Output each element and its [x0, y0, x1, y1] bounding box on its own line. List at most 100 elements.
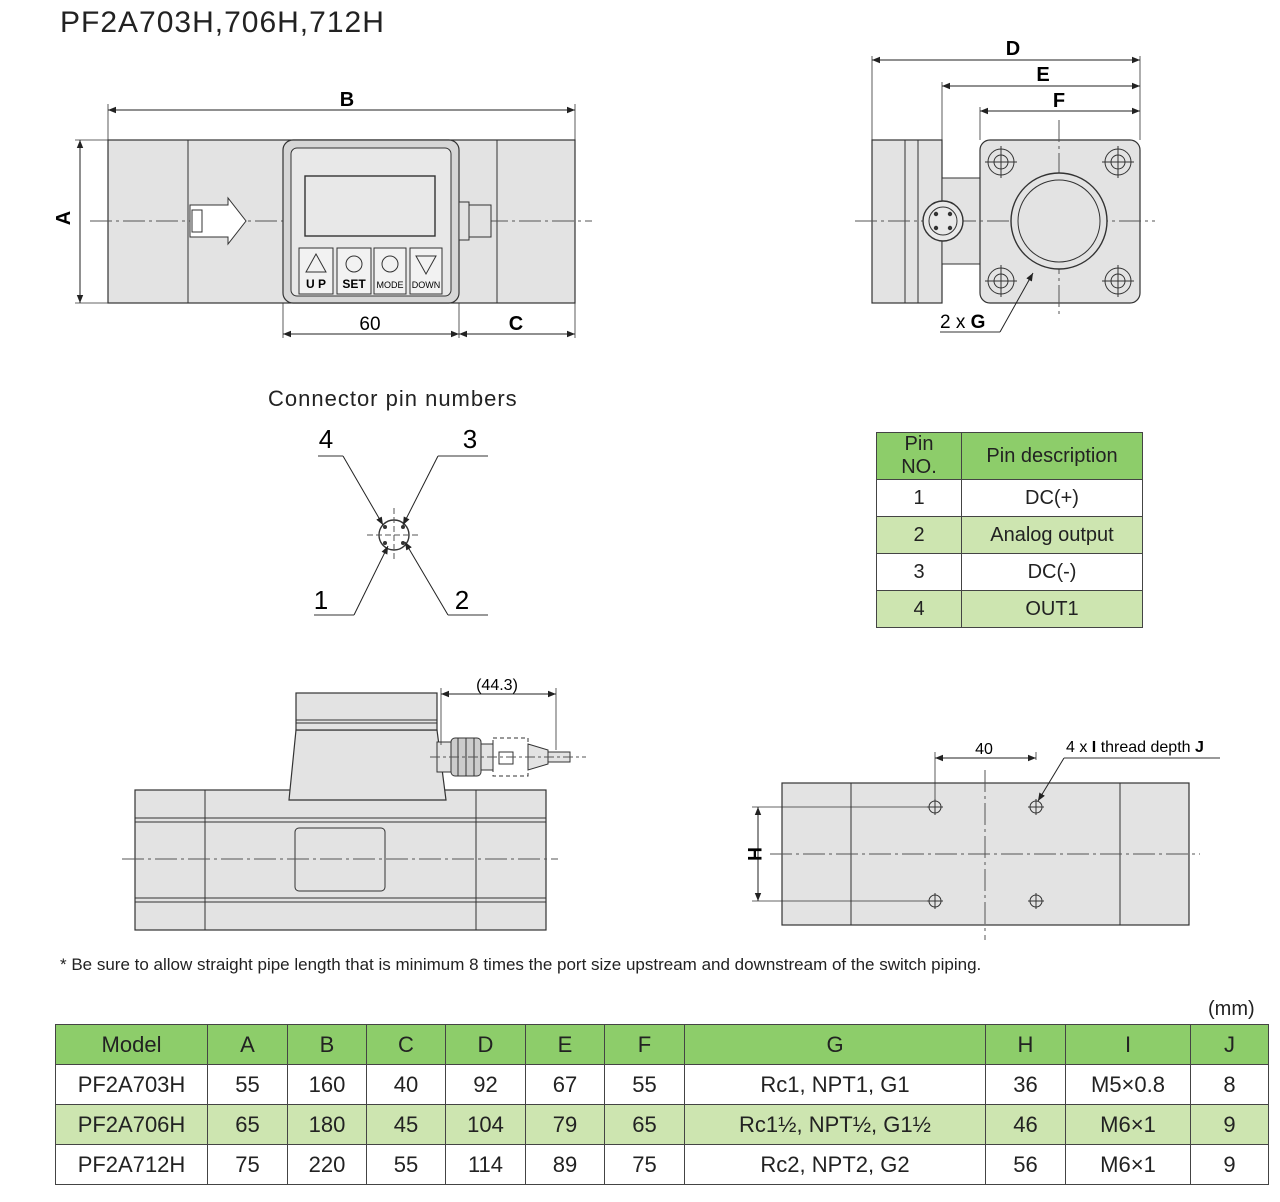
connector-heading: Connector pin numbers: [268, 386, 518, 411]
spec-cell: PF2A712H: [55, 1144, 208, 1185]
spec-cell: 89: [525, 1144, 605, 1185]
pin-table-header: Pin NO.: [876, 432, 962, 480]
piping-note: * Be sure to allow straight pipe length …: [60, 955, 982, 974]
dim-44-label: (44.3): [476, 677, 518, 694]
spec-cell: M5×0.8: [1065, 1064, 1191, 1105]
spec-header: B: [287, 1024, 367, 1065]
spec-header: Model: [55, 1024, 208, 1065]
spec-cell: 67: [525, 1064, 605, 1105]
btn-set-label: SET: [342, 277, 366, 291]
spec-cell: 36: [985, 1064, 1066, 1105]
spec-cell: PF2A706H: [55, 1104, 208, 1145]
spec-cell: 104: [445, 1104, 526, 1145]
table-row: PF2A712H 75 220 55 114 89 75 Rc2, NPT2, …: [55, 1144, 1269, 1185]
spec-cell: 56: [985, 1144, 1066, 1185]
dim-d-label: D: [1006, 38, 1020, 60]
spec-cell: 92: [445, 1064, 526, 1105]
lower-right-view: 40 4 x I thread depth J H: [743, 739, 1220, 940]
circle-icon: [345, 255, 363, 273]
spec-header: E: [525, 1024, 605, 1065]
pin-3-label: 3: [463, 424, 477, 454]
pin-table-cell: DC(+): [961, 479, 1143, 517]
pin-table-cell: 2: [876, 516, 962, 554]
mount-hole-icon: [1102, 265, 1134, 297]
spec-cell: 75: [207, 1144, 288, 1185]
spec-cell: 55: [366, 1144, 446, 1185]
spec-header: G: [684, 1024, 986, 1065]
spec-cell: M6×1: [1065, 1144, 1191, 1185]
pin-table-cell: 3: [876, 553, 962, 591]
spec-header: A: [207, 1024, 288, 1065]
pin-table-cell: Analog output: [961, 516, 1143, 554]
spec-cell: Rc1, NPT1, G1: [684, 1064, 986, 1105]
pin-table-cell: 4: [876, 590, 962, 628]
spec-header: J: [1190, 1024, 1269, 1065]
spec-cell: 55: [207, 1064, 288, 1105]
spec-cell: M6×1: [1065, 1104, 1191, 1145]
spec-cell: 79: [525, 1104, 605, 1145]
page-title: PF2A703H,706H,712H: [60, 6, 385, 39]
thread-callout: 4 x I thread depth J: [1066, 739, 1204, 756]
circle-icon: [381, 255, 399, 273]
dim-40-label: 40: [975, 741, 993, 758]
pin-2-label: 2: [455, 585, 469, 615]
btn-down-label: DOWN: [412, 280, 441, 290]
dim-c-label: C: [509, 313, 523, 335]
thread-hole-icon: [1028, 799, 1044, 815]
mount-hole-icon: [1102, 146, 1134, 178]
btn-mode-label: MODE: [377, 280, 404, 290]
spec-header: D: [445, 1024, 526, 1065]
side-view: D E F 2 x G: [855, 38, 1155, 333]
cable-connector: [430, 737, 586, 777]
connector-face-icon: [922, 200, 964, 242]
pin-table-header: Pin description: [961, 432, 1143, 480]
spec-cell: 114: [445, 1144, 526, 1185]
pin-4-label: 4: [319, 424, 333, 454]
spec-cell: 65: [604, 1104, 685, 1145]
port-circle: [1010, 172, 1108, 270]
connector-pin-diagram: 4 3 1 2: [314, 424, 488, 616]
table-row: PF2A703H 55 160 40 92 67 55 Rc1, NPT1, G…: [55, 1064, 1269, 1105]
dim-e-label: E: [1036, 64, 1049, 86]
spec-cell: Rc2, NPT2, G2: [684, 1144, 986, 1185]
pin-table-cell: 1: [876, 479, 962, 517]
dim-60-label: 60: [359, 314, 380, 335]
lower-left-view: (44.3): [122, 677, 586, 931]
spec-header: C: [366, 1024, 446, 1065]
spec-cell: 9: [1190, 1104, 1269, 1145]
dim-f-label: F: [1053, 90, 1065, 112]
technical-drawings: U P SET MODE DOWN B A 60 C: [53, 38, 1220, 940]
spec-cell: Rc1½, NPT½, G1½: [684, 1104, 986, 1145]
pin-table-cell: OUT1: [961, 590, 1143, 628]
dim-b-label: B: [340, 89, 354, 111]
spec-cell: PF2A703H: [55, 1064, 208, 1105]
mount-hole-icon: [985, 146, 1017, 178]
triangle-down-icon: [415, 255, 437, 276]
spec-cell: 46: [985, 1104, 1066, 1145]
dim-h-label: H: [743, 847, 764, 861]
spec-header: H: [985, 1024, 1066, 1065]
spec-cell: 160: [287, 1064, 367, 1105]
btn-up-label: U P: [306, 277, 326, 291]
spec-cell: 180: [287, 1104, 367, 1145]
spec-cell: 75: [604, 1144, 685, 1185]
spec-table: Model A B C D E F G H I J PF2A703H 55 16…: [55, 1024, 1269, 1185]
pin-table-cell: DC(-): [961, 553, 1143, 591]
thread-hole-icon: [1028, 893, 1044, 909]
label-2xg: 2 x G: [940, 312, 985, 333]
spec-header: I: [1065, 1024, 1191, 1065]
dim-a-label: A: [53, 211, 75, 225]
triangle-up-icon: [305, 252, 327, 273]
mount-hole-icon: [985, 265, 1017, 297]
pin-1-label: 1: [314, 585, 328, 615]
front-view: U P SET MODE DOWN B A 60 C: [53, 89, 592, 338]
spec-cell: 9: [1190, 1144, 1269, 1185]
spec-cell: 45: [366, 1104, 446, 1145]
spec-cell: 40: [366, 1064, 446, 1105]
spec-cell: 55: [604, 1064, 685, 1105]
spec-cell: 65: [207, 1104, 288, 1145]
spec-cell: 220: [287, 1144, 367, 1185]
table-row: PF2A706H 65 180 45 104 79 65 Rc1½, NPT½,…: [55, 1104, 1269, 1145]
spec-header: F: [604, 1024, 685, 1065]
